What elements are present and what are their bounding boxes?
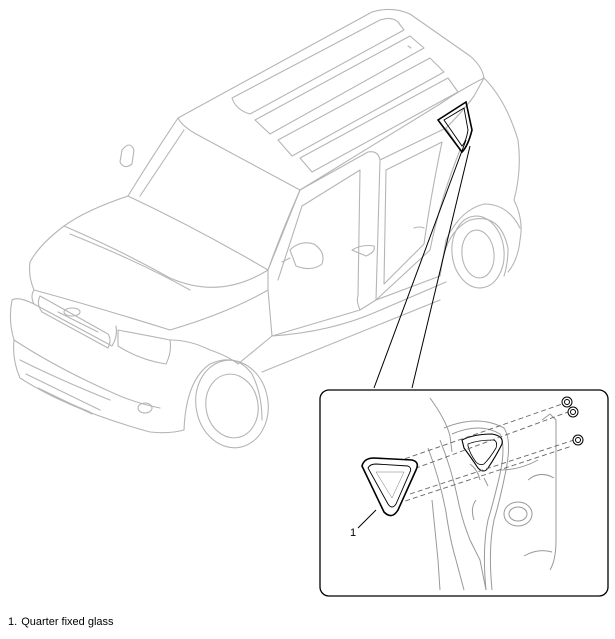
quarter-fixed-glass-part	[361, 457, 419, 517]
legend-caption: 1.Quarter fixed glass	[8, 616, 114, 628]
callout-leader	[357, 509, 377, 529]
alignment-guides	[389, 401, 575, 507]
leader-lines	[373, 139, 471, 389]
vehicle-body-outline	[9, 8, 522, 449]
clip-icon	[561, 396, 573, 408]
clip-icon	[567, 406, 579, 418]
callout-number: 1	[350, 527, 356, 539]
clip-fasteners	[561, 396, 584, 446]
detail-view-box: 1	[319, 389, 609, 597]
detail-body-panel	[427, 397, 557, 591]
clip-icon	[572, 434, 584, 446]
legend-number: 1.	[8, 616, 18, 628]
quarter-glass-on-vehicle	[436, 100, 473, 154]
legend-text: Quarter fixed glass	[21, 616, 114, 628]
